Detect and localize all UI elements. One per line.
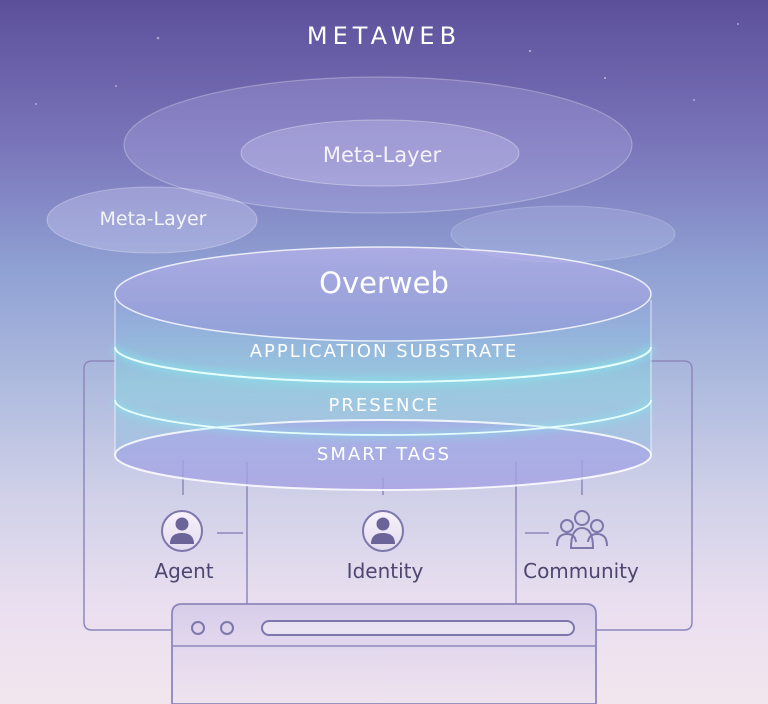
diagram-title: METAWEB [306,22,462,50]
browser-window [171,603,597,704]
overweb-cylinder [111,246,655,491]
node-agent-label: Agent [154,559,214,583]
window-dot-icon [191,621,205,635]
meta-layer-top-ellipse [240,119,520,187]
node-identity-label: Identity [346,559,424,583]
stars [35,23,739,105]
meta-layer-large-ellipse [123,76,633,214]
layer-application-substrate: APPLICATION SUBSTRATE [249,341,519,362]
layer-presence: PRESENCE [328,395,440,416]
layer-smart-tags: SMART TAGS [316,444,452,465]
person-icon [161,510,203,552]
address-bar [261,620,575,636]
group-icon [556,510,608,549]
meta-layer-left-ellipse [46,186,258,254]
node-community-label: Community [523,559,639,583]
meta-layer-label-top: Meta-Layer [322,143,442,167]
person-icon [362,510,404,552]
meta-layer-label-left: Meta-Layer [99,208,207,230]
window-dot-icon [220,621,234,635]
overweb-label: Overweb [319,266,449,300]
